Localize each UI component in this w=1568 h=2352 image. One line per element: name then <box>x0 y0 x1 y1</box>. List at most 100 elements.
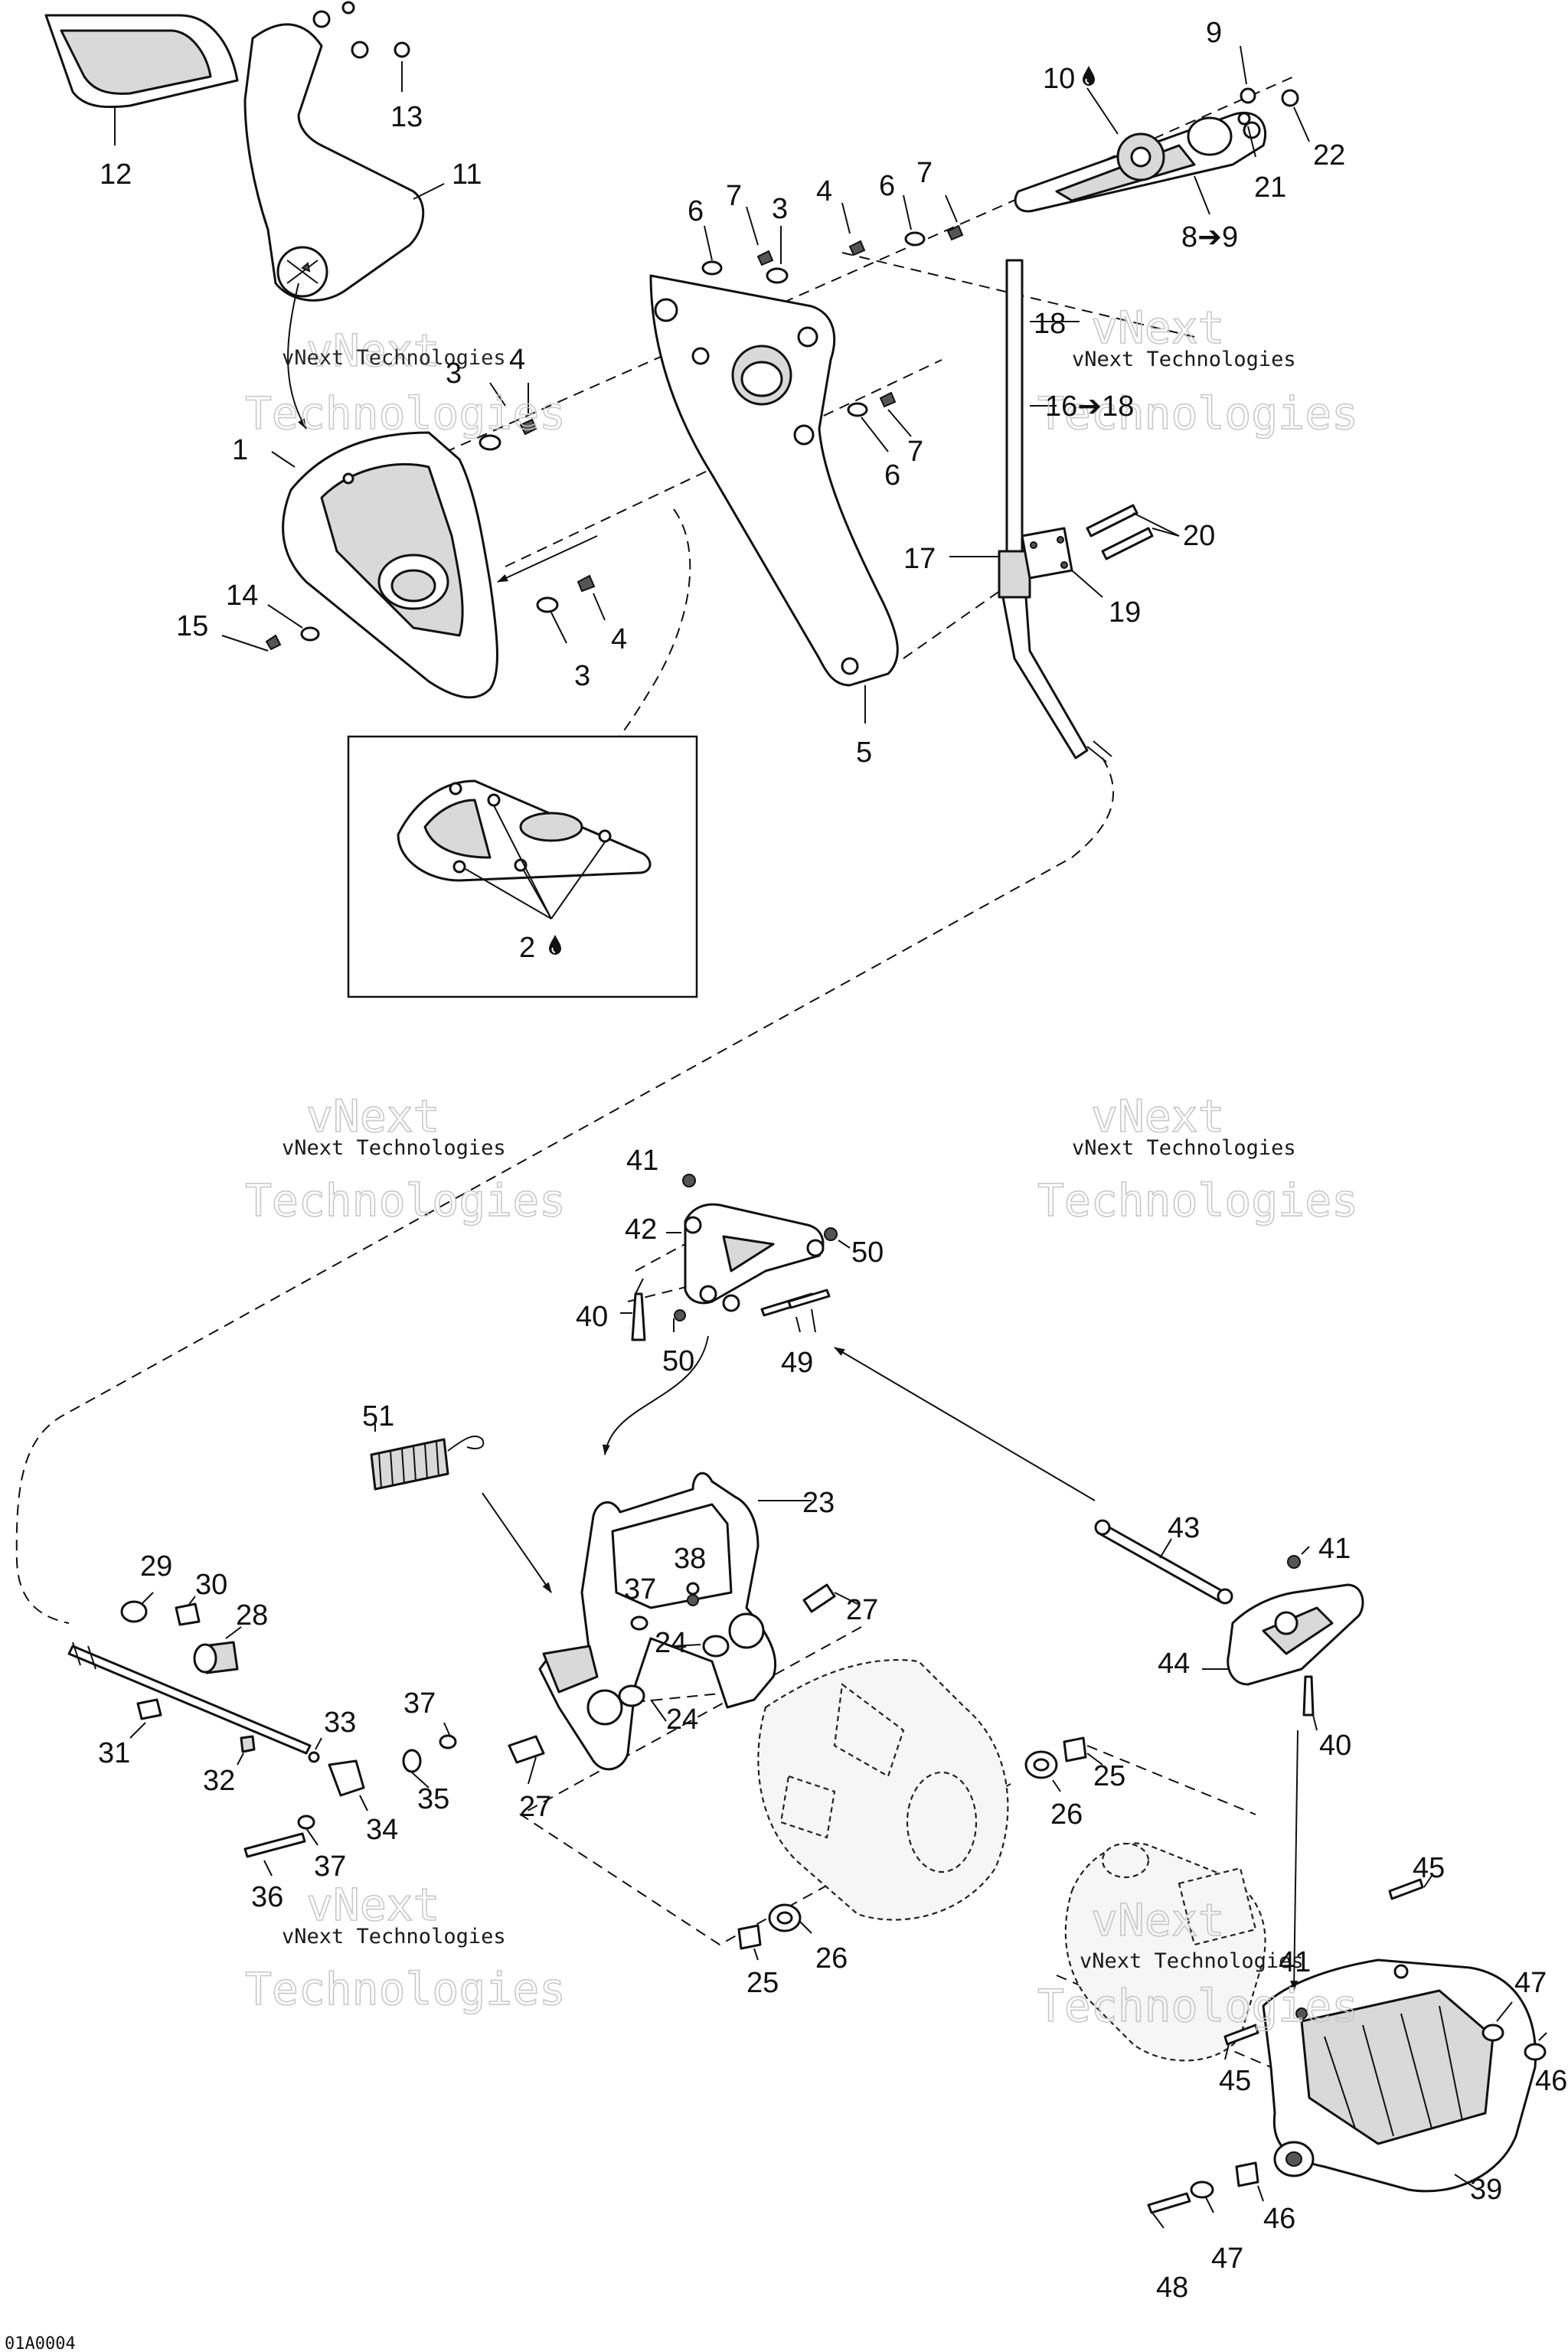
callout-37: 37 <box>403 1687 436 1720</box>
callout-31: 31 <box>98 1737 130 1769</box>
watermark-text: vNext Technologies <box>282 346 506 370</box>
callout-25: 25 <box>1093 1760 1125 1792</box>
callout-13: 13 <box>390 101 423 133</box>
callout-48: 48 <box>1156 2272 1188 2304</box>
callout-26: 26 <box>1050 1798 1083 1831</box>
callout-46: 46 <box>1535 2065 1567 2097</box>
drawing-code: 01A0004 <box>5 2334 76 2352</box>
callout-4: 4 <box>611 623 627 655</box>
watermark-top-right: vNext vNext Technologies Technologies <box>1037 301 1359 440</box>
callout-8-to-9: 8➔9 <box>1181 221 1238 253</box>
part-16-18-rod <box>949 259 1112 763</box>
watermark-text: vNext Technologies <box>1072 348 1296 371</box>
watermark-outline-vnext: vNext <box>1091 302 1225 354</box>
callout-40: 40 <box>576 1301 608 1333</box>
watermark-outline-technologies: Technologies <box>1037 1980 1358 2032</box>
callout-26: 26 <box>815 1942 848 1975</box>
callout-46: 46 <box>1263 2203 1295 2235</box>
callout-7: 7 <box>726 180 742 212</box>
callout-3: 3 <box>574 660 590 692</box>
callout-labels: 12 13 11 9 10 22 21 8➔9 6 7 3 4 6 7 18 1… <box>98 17 1567 2304</box>
callout-27: 27 <box>846 1594 878 1626</box>
callout-28: 28 <box>236 1599 268 1632</box>
part-12-step-pad <box>44 14 239 145</box>
oil-drop-icon <box>1082 65 1096 87</box>
watermark-mid-right: vNext vNext Technologies Technologies <box>1037 1089 1359 1227</box>
detail-inset-box <box>347 735 698 998</box>
callout-37: 37 <box>624 1573 656 1606</box>
part-43-link-rod <box>1094 1519 1233 1605</box>
callout-15: 15 <box>176 610 208 642</box>
callout-41: 41 <box>626 1145 658 1177</box>
watermark-text: vNext Technologies <box>282 1136 506 1160</box>
callout-42: 42 <box>625 1214 657 1246</box>
watermark-outline-vnext: vNext <box>1091 1090 1225 1142</box>
callout-45: 45 <box>1413 1852 1445 1884</box>
watermark-outline-technologies: Technologies <box>245 1963 566 2015</box>
watermark-outline-technologies: Technologies <box>245 387 566 439</box>
callout-20: 20 <box>1183 520 1215 552</box>
callout-50: 50 <box>662 1345 694 1377</box>
ghost-housing <box>757 1658 1009 1921</box>
ghost-engine <box>1064 1842 1266 2062</box>
watermark-outline-technologies: Technologies <box>1037 387 1358 439</box>
watermark-text: vNext Technologies <box>1072 1136 1296 1160</box>
callout-40: 40 <box>1319 1730 1351 1762</box>
callout-33: 33 <box>324 1707 356 1739</box>
callout-47: 47 <box>1211 2243 1243 2275</box>
callout-2-grease: 2 <box>519 932 535 964</box>
watermark-text: vNext Technologies <box>1080 1949 1304 1973</box>
callout-30: 30 <box>195 1569 227 1601</box>
callout-24: 24 <box>655 1627 687 1659</box>
callout-23: 23 <box>802 1487 835 1519</box>
callout-38: 38 <box>674 1543 706 1575</box>
callout-44: 44 <box>1158 1648 1190 1680</box>
watermark-bottom-left: vNext vNext Technologies Technologies <box>244 1878 567 2016</box>
part-39-housing <box>1262 1958 1537 2193</box>
fasteners-top <box>221 194 964 652</box>
callout-25: 25 <box>746 1967 779 1999</box>
watermark-outline-vnext: vNext <box>306 325 440 377</box>
callout-37: 37 <box>314 1851 346 1883</box>
callout-5: 5 <box>856 737 872 769</box>
watermark-outline-vnext: vNext <box>306 1090 440 1142</box>
watermark-mid-left: vNext vNext Technologies Technologies <box>244 1089 567 1227</box>
callout-39: 39 <box>1470 2174 1502 2206</box>
part-42-bracket <box>620 1174 851 1341</box>
watermark-outline-vnext: vNext <box>1091 1894 1225 1946</box>
callout-4: 4 <box>816 175 832 207</box>
part-5-bracket-plate <box>649 274 899 724</box>
callout-19: 19 <box>1109 596 1141 629</box>
callout-36: 36 <box>251 1881 283 1913</box>
top-pointer-arrows <box>287 283 598 583</box>
watermark-outline-technologies: Technologies <box>1037 1174 1358 1227</box>
callout-10-grease: 10 <box>1043 63 1075 95</box>
callout-11: 11 <box>452 158 482 191</box>
fasteners-45-48 <box>1147 1875 1547 2229</box>
parts-28-37-cable-end <box>67 1592 457 1877</box>
callout-4: 4 <box>509 344 525 376</box>
callout-7: 7 <box>916 157 933 189</box>
part-51-spring <box>370 1424 485 1491</box>
callout-29: 29 <box>140 1550 172 1583</box>
watermark-bottom-right: vNext vNext Technologies Technologies <box>1037 1893 1359 2033</box>
callout-41: 41 <box>1279 1946 1311 1978</box>
watermark-top-left: vNext vNext Technologies Technologies <box>244 324 567 440</box>
callout-14: 14 <box>226 580 258 612</box>
callout-6: 6 <box>884 459 900 492</box>
callout-27: 27 <box>519 1791 551 1823</box>
fasteners-9-21-22 <box>1237 45 1310 158</box>
callout-3: 3 <box>772 193 788 225</box>
callout-6: 6 <box>688 195 704 227</box>
callout-16-to-18: 16➔18 <box>1045 390 1134 423</box>
callout-21: 21 <box>1254 172 1286 204</box>
watermark-text: vNext Technologies <box>282 1925 506 1949</box>
part-11-lever-arm <box>243 1 445 302</box>
callout-35: 35 <box>417 1783 449 1815</box>
part-1-cover <box>271 431 498 699</box>
part-44-lever <box>1202 1546 1364 1731</box>
callout-6: 6 <box>879 170 895 202</box>
callout-49: 49 <box>781 1347 813 1379</box>
callout-51: 51 <box>362 1400 394 1432</box>
